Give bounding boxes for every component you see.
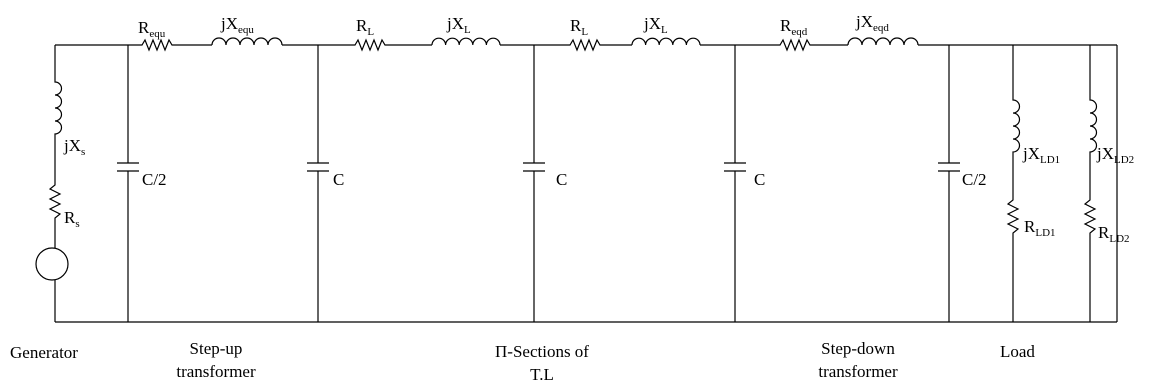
generator-source-icon — [35, 247, 69, 281]
series-inductor-L1 — [431, 37, 501, 46]
shunt-capacitor-4 — [724, 45, 746, 322]
load-branch-1 — [1006, 45, 1021, 322]
label-R-eqd: Reqd — [780, 16, 808, 38]
label-cap-1: C/2 — [142, 170, 167, 189]
top-bus — [55, 37, 1117, 52]
label-jX-eqd: jXeqd — [855, 12, 889, 34]
label-cap-4: C — [754, 170, 765, 189]
caption-load: Load — [1000, 342, 1035, 361]
shunt-capacitor-1 — [117, 45, 139, 322]
label-cap-5: C/2 — [962, 170, 987, 189]
load-branch-2 — [1083, 45, 1098, 322]
label-jX-L-1: jXL — [446, 14, 471, 36]
series-inductor-L2 — [631, 37, 701, 46]
top-wire — [55, 38, 1117, 52]
caption-pi-sections-line1: Π-Sections of — [495, 342, 589, 361]
source-inductor — [48, 45, 63, 248]
shunt-capacitor-2 — [307, 45, 329, 322]
shunt-capacitor-3 — [523, 45, 545, 322]
caption-step-up-line1: Step-up — [190, 339, 243, 358]
series-inductor-equ — [211, 37, 283, 46]
label-cap-3: C — [556, 170, 567, 189]
caption-step-up-line2: transformer — [176, 362, 256, 381]
label-jX-LD2: jXLD2 — [1096, 144, 1134, 166]
label-R-LD2: RLD2 — [1098, 223, 1130, 245]
label-R-s: Rs — [64, 208, 80, 230]
label-R-LD1: RLD1 — [1024, 217, 1056, 239]
caption-step-down-line2: transformer — [818, 362, 898, 381]
label-jX-LD1: jXLD1 — [1022, 144, 1060, 166]
caption-generator: Generator — [10, 343, 78, 362]
series-inductor-eqd — [847, 37, 919, 46]
caption-step-down-line1: Step-down — [821, 339, 895, 358]
label-R-L-1: RL — [356, 16, 374, 38]
label-jX-s: jXs — [63, 136, 85, 158]
label-R-L-2: RL — [570, 16, 588, 38]
label-cap-2: C — [333, 170, 344, 189]
label-jX-L-2: jXL — [643, 14, 668, 36]
caption-pi-sections-line2: T.L — [530, 365, 554, 384]
label-R-equ: Requ — [138, 18, 166, 40]
label-jX-equ: jXequ — [220, 14, 254, 36]
generator-branch — [35, 45, 69, 322]
shunt-capacitor-5 — [938, 45, 960, 322]
